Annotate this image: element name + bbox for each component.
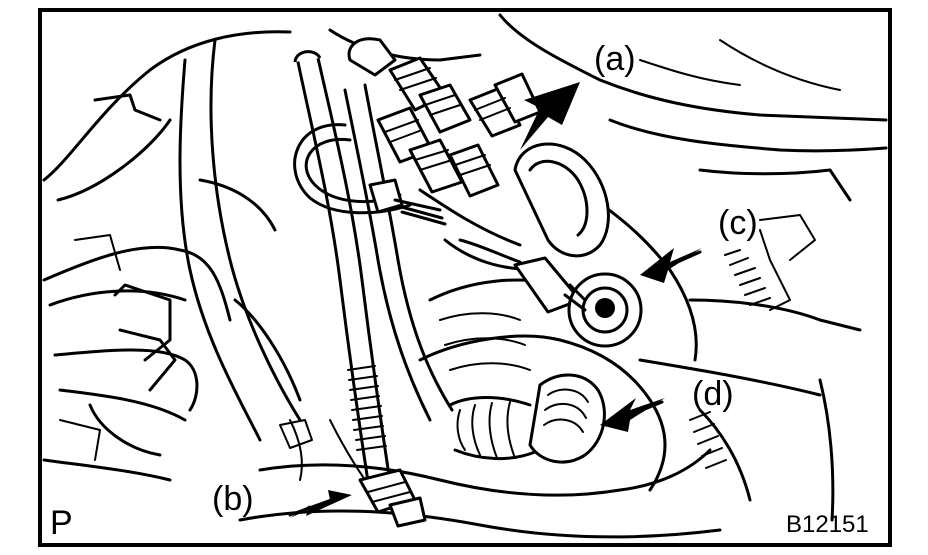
label-c: (c) xyxy=(718,204,758,242)
component-c-sensor xyxy=(458,238,643,348)
figure-code: B12151 xyxy=(786,511,869,538)
figure-frame xyxy=(38,8,892,547)
callout-arrows xyxy=(288,82,702,518)
label-a: (a) xyxy=(594,40,636,78)
component-d-hose xyxy=(448,142,610,464)
arrow-icon xyxy=(520,82,580,150)
label-b: (b) xyxy=(212,480,254,518)
engine-background xyxy=(42,13,888,539)
wiring-harness xyxy=(293,37,542,528)
label-d: (d) xyxy=(692,375,734,413)
corner-mark: P xyxy=(50,504,73,542)
